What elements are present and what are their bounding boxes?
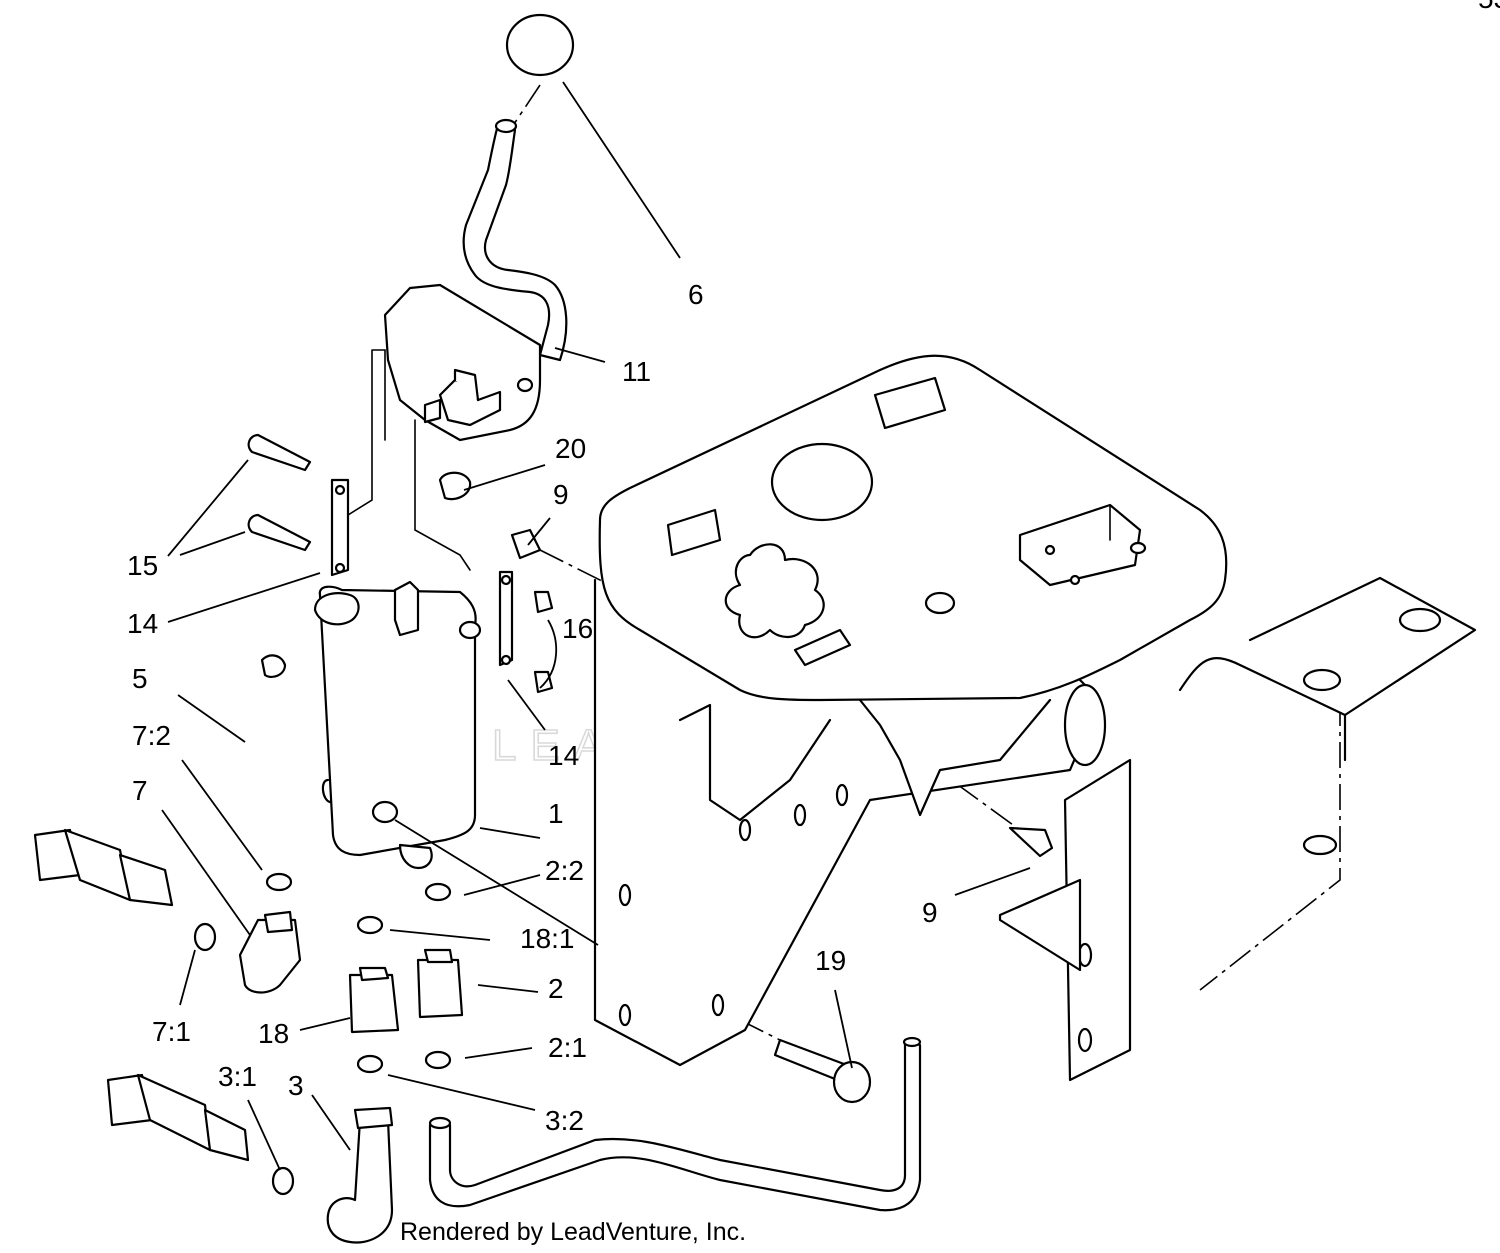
leader-lines [161,81,1031,1171]
lower-hose-assembly [106,1073,394,1244]
callout-3-1: 3:1 [218,1061,257,1092]
fasteners [247,433,1054,858]
callout-7-1: 7:1 [152,1016,191,1047]
callout-20: 20 [555,433,586,464]
callout-2: 2 [548,973,564,1004]
render-credit: Rendered by LeadVenture, Inc. [400,1218,746,1246]
callout-6: 6 [688,279,704,310]
callout-16: 16 [562,613,593,644]
callout-9-upper: 9 [553,479,569,510]
callout-9-lower: 9 [922,897,938,928]
mounting-bracket [593,576,1477,1082]
control-lever [462,13,575,362]
callout-7-2: 7:2 [132,720,171,751]
callout-18-1: 18:1 [520,923,575,954]
return-tube [428,1036,922,1212]
callout-18: 18 [258,1018,289,1049]
callout-5: 5 [132,663,148,694]
callout-1: 1 [548,798,564,829]
callout-11: 11 [622,356,651,387]
seat-plate [598,354,1228,702]
callout-3-2: 3:2 [545,1105,584,1136]
callout-14-left: 14 [127,608,158,639]
page-number: 53 [1478,0,1500,14]
valve-body [313,580,482,870]
lever-bracket [339,283,542,571]
callout-15: 15 [127,550,158,581]
upper-hose-assembly [33,828,302,994]
callout-3: 3 [288,1070,304,1101]
callout-19: 19 [815,945,846,976]
callout-2-2: 2:2 [545,855,584,886]
callout-14-right: 14 [548,740,579,771]
callout-7: 7 [132,775,148,806]
callout-2-1: 2:1 [548,1032,587,1063]
center-fittings [265,872,464,1074]
callout-labels: 6 11 20 9 15 14 16 5 14 7:2 7 1 2:2 9 18… [127,279,938,1136]
